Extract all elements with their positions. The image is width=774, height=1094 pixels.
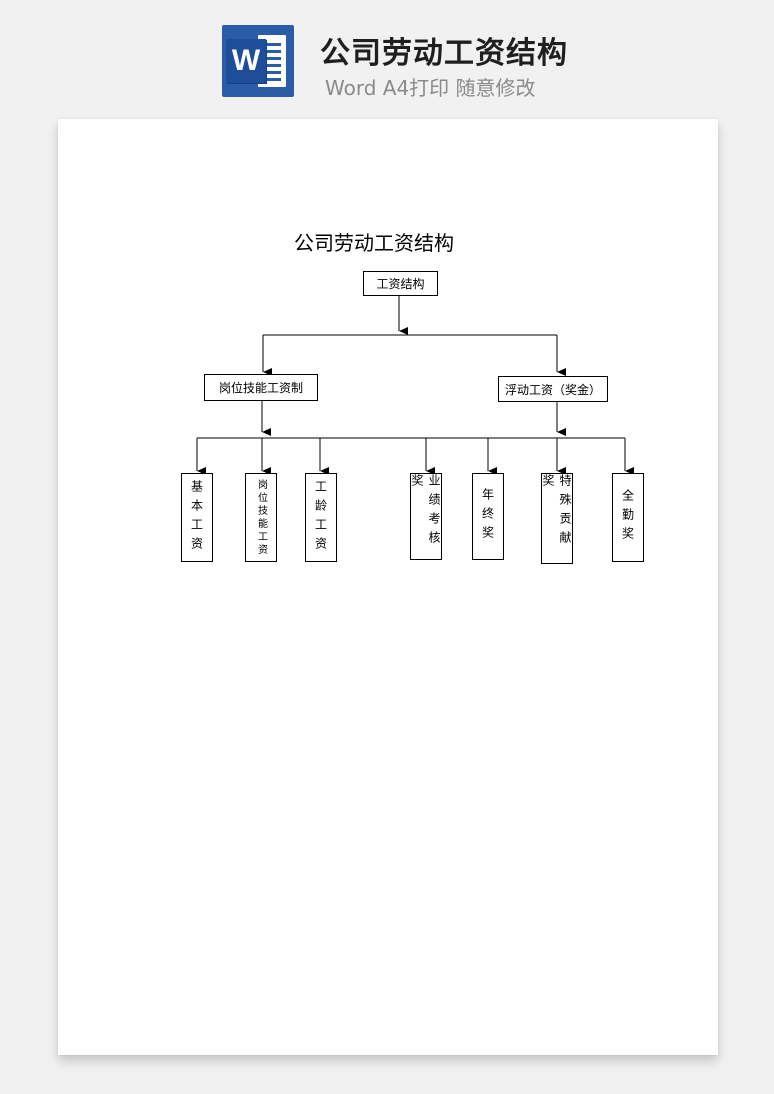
node-leaf-attendance-bonus: 全勤奖: [612, 473, 644, 562]
logo-letter: W: [226, 39, 266, 83]
node-branch-1: 岗位技能工资制: [204, 374, 318, 401]
node-leaf-annual-bonus: 年终奖: [472, 473, 504, 560]
node-leaf-special-bonus: 特殊贡献奖: [541, 473, 573, 564]
document-title: 公司劳动工资结构: [294, 231, 454, 255]
page-subtitle: Word A4打印 随意修改: [325, 76, 536, 100]
node-leaf-basic-wage: 基本工资: [181, 473, 213, 562]
node-root: 工资结构: [363, 271, 438, 296]
node-leaf-performance-bonus: 业绩考核奖: [410, 473, 442, 560]
node-leaf-seniority-wage: 工龄工资: [305, 473, 337, 562]
node-leaf-skill-wage: 岗位技能工资: [245, 473, 277, 562]
header: W 公司劳动工资结构 Word A4打印 随意修改: [0, 0, 774, 110]
document-page: 公司劳动工资结构 工资结构: [58, 119, 718, 1055]
word-icon: W: [222, 25, 294, 97]
org-chart-connectors: [196, 295, 634, 475]
node-branch-2: 浮动工资（奖金）: [498, 376, 608, 402]
page-title: 公司劳动工资结构: [320, 36, 568, 71]
